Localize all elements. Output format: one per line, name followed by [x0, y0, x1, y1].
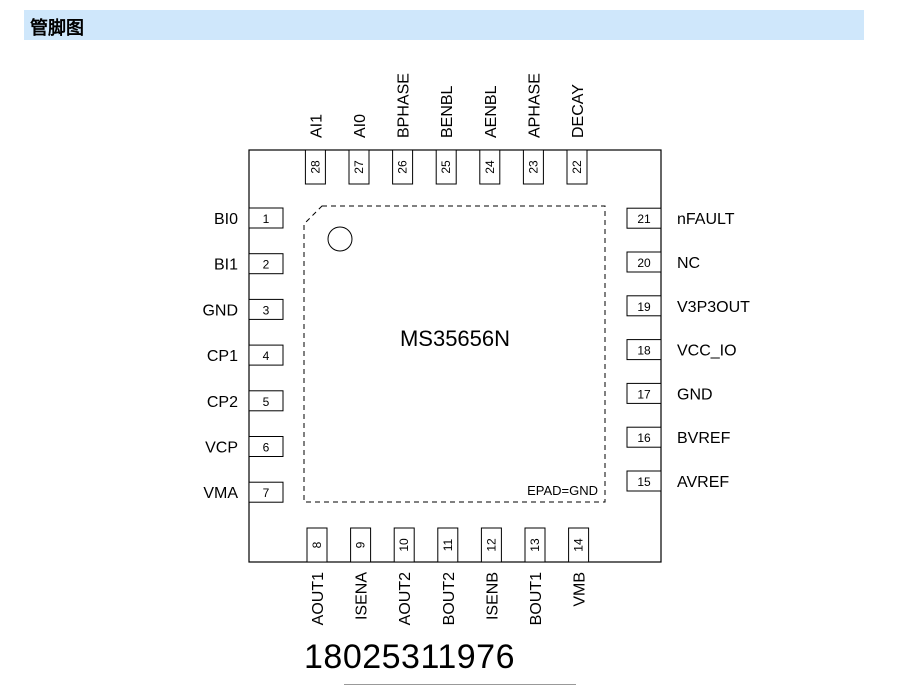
pin-pad-bottom	[437, 527, 459, 563]
pin-number: 2	[263, 258, 270, 272]
part-number: MS35656N	[400, 326, 510, 351]
pin-pad-top	[435, 149, 457, 185]
pin-pad-bottom	[524, 527, 546, 563]
pin-label: GND	[202, 302, 238, 319]
pin-label: APHASE	[526, 73, 543, 138]
pin-label: ISENB	[484, 572, 501, 620]
pin-pad-top	[348, 149, 370, 185]
pin-number: 13	[528, 538, 542, 552]
pin-label: GND	[677, 386, 713, 403]
pin1-marker	[327, 226, 353, 252]
section-title: 管脚图	[30, 18, 84, 39]
pin-number: 3	[263, 303, 270, 317]
pin-pad-right	[626, 426, 662, 448]
pin-pad-left	[248, 390, 284, 412]
pin-number: 18	[637, 344, 651, 358]
pin-label: CP2	[207, 394, 238, 411]
pin-number: 20	[637, 256, 651, 270]
pin-number: 4	[263, 349, 270, 363]
pin-number: 22	[570, 160, 584, 174]
pin-label: NC	[677, 255, 700, 272]
pin-number: 1	[263, 212, 270, 226]
pin-number: 28	[308, 160, 322, 174]
pin-number: 27	[352, 160, 366, 174]
pin-label: VCP	[205, 440, 238, 457]
pin-pad-bottom	[393, 527, 415, 563]
pin-pad-right	[626, 382, 662, 404]
pin-label: BI1	[214, 257, 238, 274]
pin-number: 25	[439, 160, 453, 174]
pin-number: 10	[397, 538, 411, 552]
pin-number: 12	[484, 538, 498, 552]
pin-pad-top	[479, 149, 501, 185]
pin-label: V3P3OUT	[677, 299, 750, 316]
pin-label: BOUT2	[441, 572, 458, 625]
section-header: 管脚图	[24, 10, 864, 40]
pin-number: 23	[526, 160, 540, 174]
pin-pad-right	[626, 207, 662, 229]
pin-number: 7	[263, 486, 270, 500]
pin-label: AI0	[352, 114, 369, 138]
pin-label: VMB	[572, 572, 589, 607]
pin-pad-top	[392, 149, 414, 185]
pin-pad-top	[304, 149, 326, 185]
phone-number: 18025311976	[304, 638, 515, 676]
pin-label: nFAULT	[677, 211, 735, 228]
pin-label: AOUT1	[310, 572, 327, 625]
pin-label: AOUT2	[397, 572, 414, 625]
pin-number: 26	[396, 160, 410, 174]
pin-label: ISENA	[354, 572, 371, 620]
pin-pad-right	[626, 339, 662, 361]
pin-number: 8	[310, 541, 324, 548]
pin-number: 17	[637, 387, 651, 401]
pin-label: CP1	[207, 348, 238, 365]
pin-label: BENBL	[439, 85, 456, 138]
pin-label: BI0	[214, 211, 238, 228]
pin-pad-bottom	[350, 527, 372, 563]
pin-number: 11	[441, 538, 455, 551]
pin-pad-right	[626, 470, 662, 492]
pin-number: 6	[263, 441, 270, 455]
pin-number: 24	[483, 160, 497, 174]
pin-number: 9	[354, 541, 368, 548]
pin-pad-left	[248, 481, 284, 503]
pin-pad-bottom	[480, 527, 502, 563]
epad-label: EPAD=GND	[527, 483, 598, 498]
exposed-pad-outline	[303, 205, 606, 503]
pin-pad-top	[566, 149, 588, 185]
package-outline	[248, 149, 662, 563]
pin-label: AENBL	[483, 85, 500, 138]
pin-pad-right	[626, 295, 662, 317]
pin-label: BOUT1	[528, 572, 545, 625]
pin-number: 16	[637, 431, 651, 445]
pin-number: 5	[263, 395, 270, 409]
pin-number: 19	[637, 300, 651, 314]
pin-label: BPHASE	[396, 73, 413, 138]
pin-label: VCC_IO	[677, 343, 737, 360]
pin-pad-left	[248, 253, 284, 275]
pin-label: AI1	[308, 114, 325, 138]
pin-pad-left	[248, 436, 284, 457]
pin-pad-bottom	[568, 527, 590, 563]
footer-rule	[344, 684, 576, 685]
pin-label: BVREF	[677, 430, 731, 447]
pin-label: VMA	[203, 485, 238, 502]
pin-number: 21	[637, 212, 651, 226]
pin-label: AVREF	[677, 474, 729, 491]
pin-number: 14	[572, 538, 586, 552]
pin-pad-right	[626, 251, 662, 273]
pin-pad-top	[522, 149, 544, 185]
pin-number: 15	[637, 475, 651, 489]
pin-label: DECAY	[570, 84, 587, 138]
pin-pad-bottom	[306, 527, 328, 563]
pin-pad-left	[248, 207, 284, 229]
pin-pad-left	[248, 298, 284, 320]
pin-pad-left	[248, 344, 284, 366]
